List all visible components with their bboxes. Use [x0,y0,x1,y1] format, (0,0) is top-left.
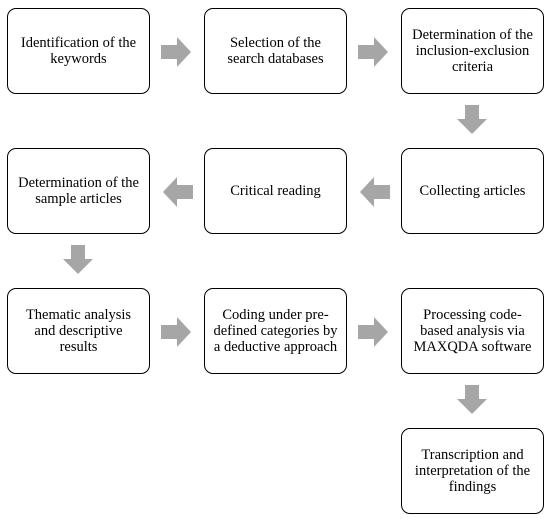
step-selection-databases: Selection of the search databases [204,8,347,94]
step-label: Coding under pre-defined categories by a… [213,307,338,355]
step-thematic-analysis: Thematic analysis and descriptive result… [7,288,150,374]
step-determination-sample-articles: Determination of the sample articles [7,148,150,234]
arrow-down [457,105,487,134]
step-coding-deductive-approach: Coding under pre-defined categories by a… [204,288,347,374]
step-inclusion-exclusion-criteria: Determination of the inclusion-exclusion… [401,8,544,94]
step-label: Determination of the inclusion-exclusion… [412,27,533,75]
step-critical-reading: Critical reading [204,148,347,234]
arrow-left [163,177,193,207]
step-label: Collecting articles [419,183,526,199]
arrow-down [457,385,487,414]
step-label: Transcription and interpretation of the … [414,447,531,495]
arrow-right [358,37,388,67]
arrow-left [360,177,390,207]
step-identification-keywords: Identification of the keywords [7,8,150,94]
step-maxqda-analysis: Processing code-based analysis via MAXQD… [401,288,544,374]
step-label: Selection of the search databases [227,35,324,67]
step-label: Identification of the keywords [20,35,137,67]
step-transcription-interpretation: Transcription and interpretation of the … [401,428,544,514]
step-label: Critical reading [230,183,321,199]
step-label: Thematic analysis and descriptive result… [25,307,132,355]
step-label: Determination of the sample articles [18,175,139,207]
step-collecting-articles: Collecting articles [401,148,544,234]
arrow-right [161,37,191,67]
arrow-right [358,317,388,347]
arrow-down [63,245,93,274]
step-label: Processing code-based analysis via MAXQD… [413,307,532,355]
arrow-right [161,317,191,347]
